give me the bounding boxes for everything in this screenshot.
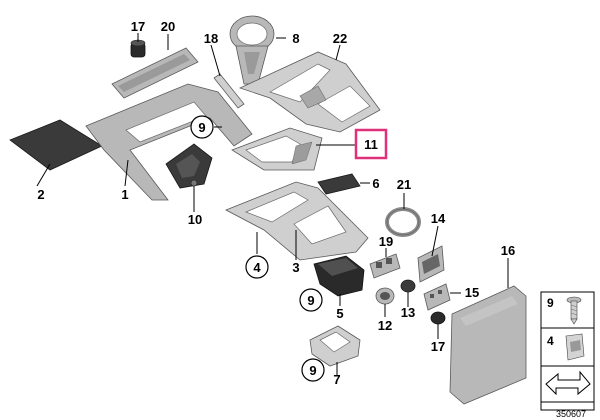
leader-lines (36, 33, 509, 375)
part-15-switch-block (423, 283, 451, 311)
part-17-lower-knob (430, 311, 446, 325)
part-13-button (400, 279, 416, 293)
label-part-12: 12 (378, 318, 392, 333)
label-part-14: 14 (431, 211, 446, 226)
circle-9a (190, 115, 214, 139)
part-10-bracket (165, 143, 213, 189)
label-part-9-bottom: 9 (309, 363, 316, 378)
clip-icon (565, 333, 585, 361)
legend-box: 9 4 (540, 291, 595, 411)
highlight-box-11 (354, 128, 388, 160)
legend-label-9: 9 (547, 296, 554, 310)
part-22-upper-trim (238, 51, 381, 133)
label-part-1: 1 (121, 187, 128, 202)
part-16-side-panel (449, 285, 527, 405)
circle-4 (245, 255, 269, 279)
screw-icon (566, 296, 582, 325)
part-7-frame (309, 325, 361, 367)
label-part-17-bottom: 17 (431, 339, 445, 354)
circle-9b (299, 288, 323, 312)
label-part-2: 2 (37, 187, 44, 202)
label-part-3: 3 (292, 260, 299, 275)
part-3-lower-trim (225, 181, 369, 261)
part-12-socket (375, 287, 395, 305)
part-11-shifter-panel (231, 127, 323, 171)
label-part-4: 4 (253, 260, 261, 275)
label-part-9-top: 9 (198, 120, 205, 135)
part-5-tray (313, 255, 365, 297)
label-part-22: 22 (333, 31, 347, 46)
part-18-strip (213, 73, 245, 109)
label-part-5: 5 (336, 306, 343, 321)
diagram-code: 350607 (556, 409, 586, 419)
circle-9c (301, 358, 325, 382)
label-part-20: 20 (161, 19, 175, 34)
part-17-knob (130, 39, 146, 58)
label-part-18: 18 (204, 31, 218, 46)
part-8-gear-surround (229, 15, 275, 85)
part-1-center-trim (85, 83, 253, 201)
label-part-7: 7 (333, 372, 340, 387)
part-14-switch-panel (417, 245, 445, 283)
label-part-16: 16 (501, 243, 515, 258)
arrow-icon (545, 370, 591, 396)
label-part-8: 8 (292, 31, 299, 46)
label-part-10: 10 (188, 212, 202, 227)
label-part-13: 13 (401, 305, 415, 320)
label-part-19: 19 (379, 234, 393, 249)
part-20-trim-strip (111, 47, 199, 99)
label-part-6: 6 (372, 176, 379, 191)
legend-label-4: 4 (547, 334, 554, 348)
part-19-switch (369, 253, 401, 279)
label-part-17-top: 17 (131, 19, 145, 34)
part-6-pad (317, 173, 361, 195)
label-part-9-mid: 9 (307, 293, 314, 308)
label-part-11: 11 (364, 137, 378, 152)
label-part-21: 21 (397, 177, 411, 192)
part-21-ring (385, 207, 421, 237)
label-part-15: 15 (465, 285, 479, 300)
